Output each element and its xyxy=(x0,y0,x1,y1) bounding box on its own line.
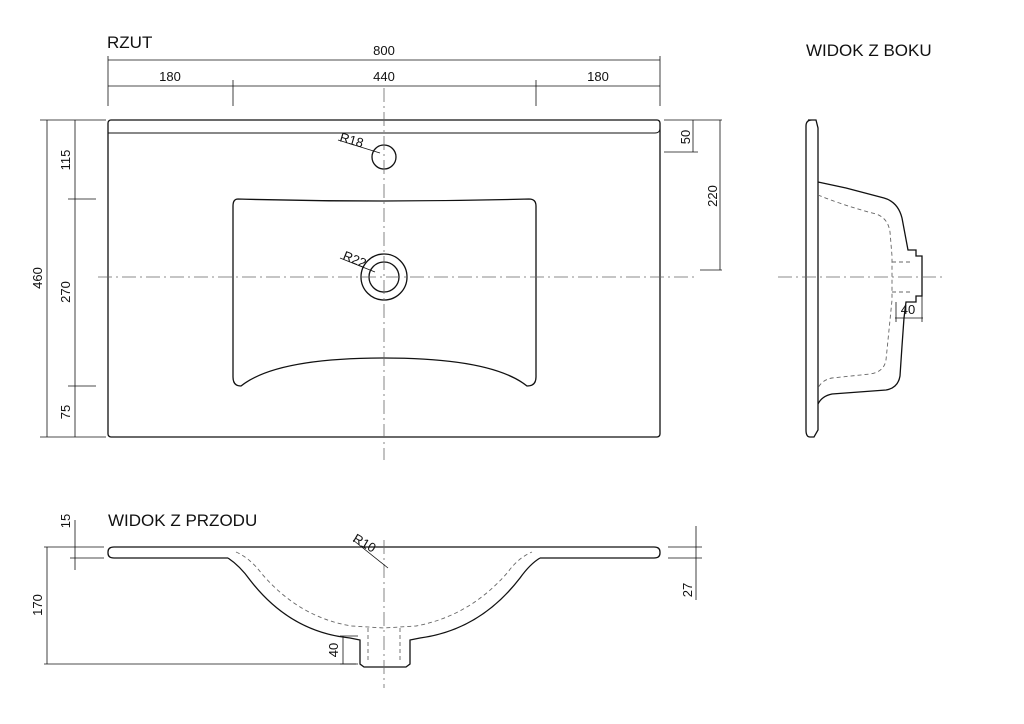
side-view-title: WIDOK Z BOKU xyxy=(806,41,932,60)
front-rim-left xyxy=(107,552,228,559)
back-depth-label: 75 xyxy=(58,405,73,419)
drain-offset-label: 220 xyxy=(705,185,720,207)
bowl-radius-label: R10 xyxy=(351,531,379,556)
drain-radius-label: R22 xyxy=(341,248,369,271)
side-outlet-hidden xyxy=(892,261,910,293)
top-view: R18 R22 800 180 440 180 460 115 270 75 5… xyxy=(30,43,722,460)
front-bowl-hidden xyxy=(235,551,533,629)
front-view-title: WIDOK Z PRZODU xyxy=(108,511,257,530)
side-bowl-hidden xyxy=(817,194,893,389)
overall-width-label: 800 xyxy=(373,43,395,58)
rim-band-line xyxy=(108,127,661,134)
r22-leader xyxy=(339,257,376,273)
bowl-depth-label: 270 xyxy=(58,281,73,303)
front-view: R10 15 170 40 27 xyxy=(30,514,702,688)
right-height-label: 27 xyxy=(680,583,695,597)
front-drain-hidden xyxy=(367,628,401,660)
side-outlet-label: 40 xyxy=(901,302,915,317)
r18-leader xyxy=(337,139,381,154)
left-margin-label: 180 xyxy=(159,69,181,84)
front-rim-top xyxy=(107,546,661,559)
rim-band-label: 50 xyxy=(678,130,693,144)
side-view: 40 xyxy=(778,119,942,438)
r10-leader xyxy=(352,539,389,569)
right-margin-label: 180 xyxy=(587,69,609,84)
rim-thickness-label: 15 xyxy=(58,514,73,528)
top-view-title: RZUT xyxy=(107,33,152,52)
bowl-width-label: 440 xyxy=(373,69,395,84)
side-bowl-outline xyxy=(817,181,923,405)
overall-depth-label: 460 xyxy=(30,267,45,289)
front-depth-label: 115 xyxy=(58,150,73,171)
side-slab xyxy=(805,119,819,438)
total-height-label: 170 xyxy=(30,594,45,616)
bowl-outline xyxy=(232,198,537,387)
front-bowl-outline xyxy=(227,557,541,668)
tap-hole-radius-label: R18 xyxy=(338,129,365,150)
front-outlet-label: 40 xyxy=(326,643,341,657)
